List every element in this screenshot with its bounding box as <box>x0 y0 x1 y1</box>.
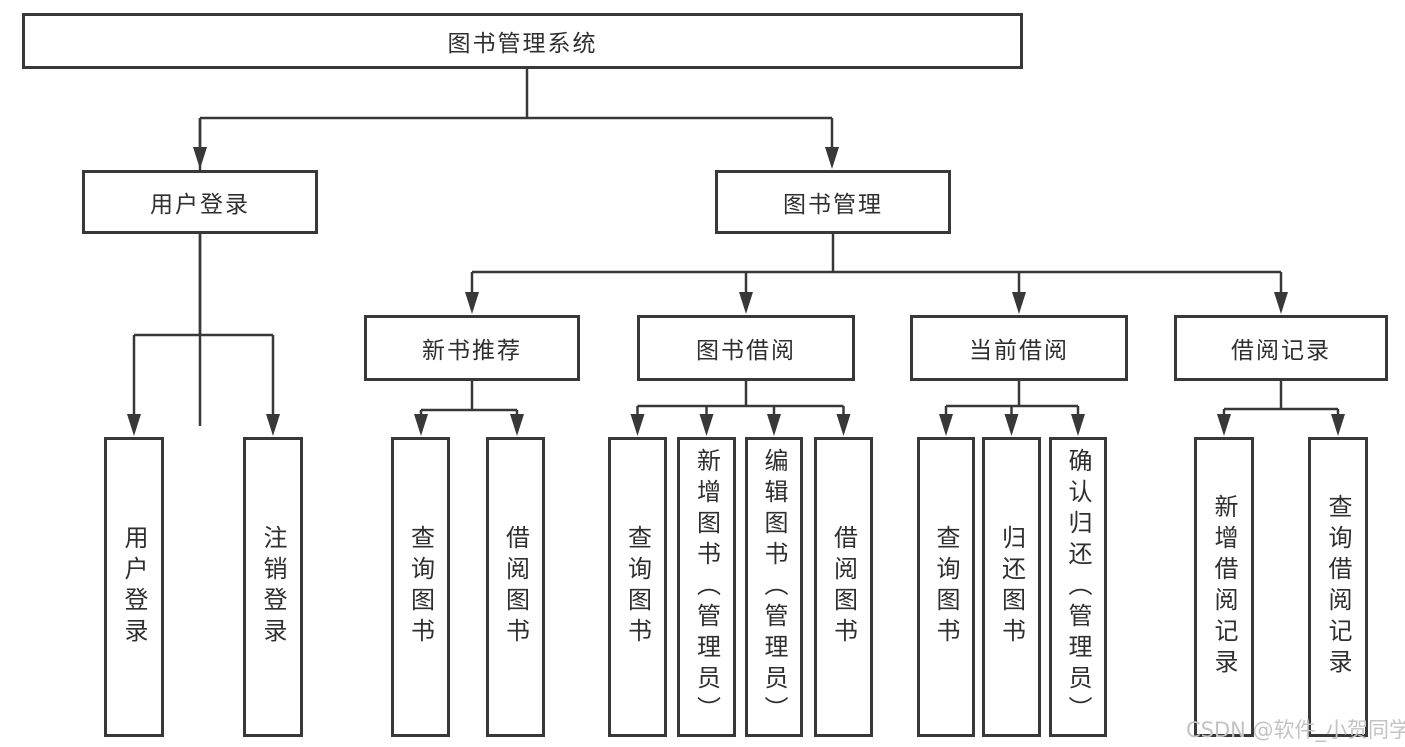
node-new-book-recommend: 新书推荐 <box>364 315 580 381</box>
leaf-logout-login: 注销登录 <box>243 437 303 737</box>
node-label: 编辑图书（管理员） <box>760 447 788 727</box>
node-book-management: 图书管理 <box>715 170 951 234</box>
node-label: 借阅图书 <box>501 525 530 649</box>
arrowheads <box>127 147 1345 436</box>
leaf-add-books-admin: 新增图书（管理员） <box>677 437 736 737</box>
node-label: 新增借阅记录 <box>1210 494 1238 680</box>
leaf-borrow-books: 借阅图书 <box>814 437 873 737</box>
leaf-borrow-books-recommend: 借阅图书 <box>486 437 545 737</box>
node-label: 当前借阅 <box>969 338 1069 364</box>
node-label: 新增图书（管理员） <box>692 447 721 727</box>
node-label: 查询图书 <box>406 525 435 649</box>
leaf-user-login: 用户登录 <box>104 437 164 737</box>
node-label: 新书推荐 <box>422 338 522 364</box>
node-label: 用户登录 <box>150 192 250 218</box>
connector-borrow-records <box>1222 381 1340 425</box>
node-label: 查询图书 <box>623 525 652 649</box>
connector-new-book-recommend <box>419 381 519 425</box>
leaf-confirm-return-admin: 确认归还（管理员） <box>1049 437 1107 737</box>
node-label: 图书管理系统 <box>447 31 598 57</box>
node-label: 图书借阅 <box>696 338 796 364</box>
connector-user-login <box>132 234 275 425</box>
leaf-query-books-recommend: 查询图书 <box>391 437 450 737</box>
csdn-watermark: CSDN @软件_小贺同学 <box>1186 718 1405 742</box>
node-user-login: 用户登录 <box>82 170 318 234</box>
node-label: 图书管理 <box>783 192 883 218</box>
leaf-query-books-current: 查询图书 <box>917 437 975 737</box>
node-borrow-records: 借阅记录 <box>1174 315 1388 381</box>
node-current-borrow: 当前借阅 <box>910 315 1128 381</box>
node-label: 借阅图书 <box>829 525 858 649</box>
leaf-edit-books-admin: 编辑图书（管理员） <box>745 437 803 737</box>
node-label: 注销登录 <box>259 525 287 649</box>
node-library-management-system: 图书管理系统 <box>22 13 1023 69</box>
node-label: 借阅记录 <box>1231 338 1331 364</box>
leaf-add-borrow-record: 新增借阅记录 <box>1194 437 1254 737</box>
leaf-return-books: 归还图书 <box>982 437 1041 737</box>
node-label: 用户登录 <box>120 525 148 649</box>
node-book-borrow: 图书借阅 <box>637 315 855 381</box>
node-label: 确认归还（管理员） <box>1064 447 1092 727</box>
connector-book-borrow <box>636 381 845 425</box>
node-label: 归还图书 <box>997 525 1026 649</box>
leaf-query-borrow-record: 查询借阅记录 <box>1308 437 1368 737</box>
connector-book-management <box>470 234 1283 303</box>
node-label: 查询图书 <box>932 525 960 649</box>
leaf-query-books-borrow: 查询图书 <box>608 437 667 737</box>
node-label: 查询借阅记录 <box>1324 494 1352 680</box>
